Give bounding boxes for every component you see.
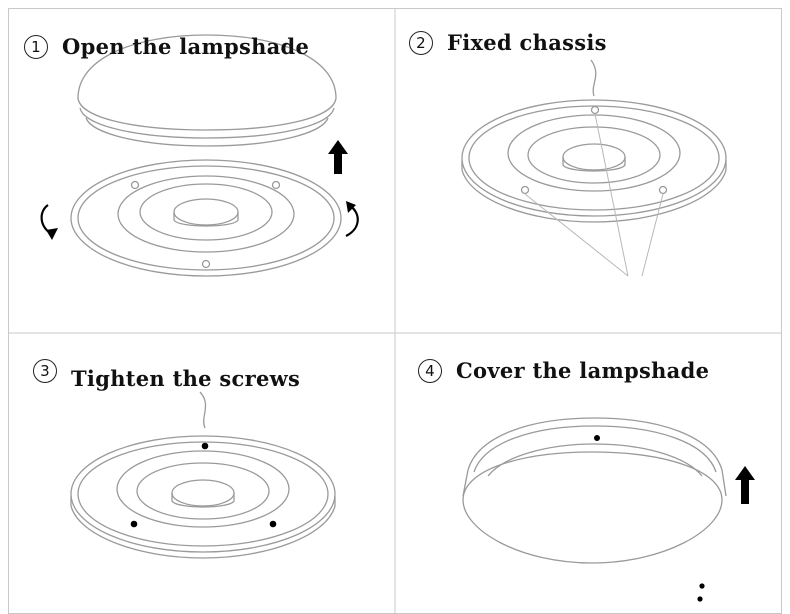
step-4-label: 4 Cover the lampshade <box>418 358 709 383</box>
lampshade-dome <box>463 452 726 563</box>
screw-dots <box>131 443 277 528</box>
panel-1-drawing <box>71 35 341 276</box>
screw <box>594 435 600 441</box>
mounted-chassis-rim <box>468 418 722 476</box>
panel-4-drawing <box>463 418 726 563</box>
step-4-number: 4 <box>418 359 442 383</box>
step-3-title: Tighten the screws <box>71 366 300 391</box>
screw-hole <box>203 261 210 268</box>
panel-3-drawing <box>71 392 335 558</box>
dot <box>699 583 704 588</box>
screw <box>202 443 209 450</box>
screw-hole <box>522 187 529 194</box>
guide-lines <box>525 114 663 276</box>
screw <box>270 521 277 528</box>
rotate-arrow-icon <box>42 205 58 240</box>
chassis-plate <box>71 160 341 276</box>
screw-hole <box>592 107 599 114</box>
dot <box>697 596 702 601</box>
step-2-number: 2 <box>409 31 433 55</box>
up-arrow-icon <box>328 140 348 174</box>
step-2-title: Fixed chassis <box>447 30 607 55</box>
power-cable <box>200 392 206 428</box>
step-1-label: 1 Open the lampshade <box>24 34 309 59</box>
up-arrow-icon <box>735 466 755 504</box>
rotate-arrow-icon <box>346 201 358 236</box>
screw <box>131 521 138 528</box>
screw-hole <box>132 182 139 189</box>
step-1-title: Open the lampshade <box>62 34 309 59</box>
panel-2-drawing <box>462 60 726 276</box>
screw-dots <box>594 435 705 602</box>
step-4-title: Cover the lampshade <box>456 358 709 383</box>
step-2-label: 2 Fixed chassis <box>409 30 607 55</box>
step-1-number: 1 <box>24 35 48 59</box>
screw-hole <box>660 187 667 194</box>
step-3-number: 3 <box>33 359 57 383</box>
power-cable <box>591 60 596 96</box>
panel-grid <box>8 8 782 614</box>
screw-hole <box>273 182 280 189</box>
